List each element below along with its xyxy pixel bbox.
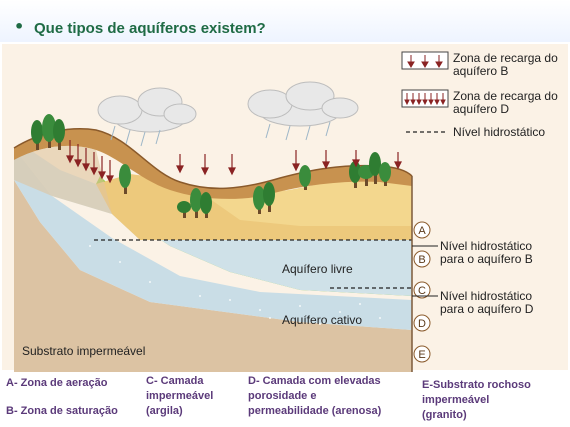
label-level-d: Nível hidrostático para o aquífero D <box>440 290 533 316</box>
legend-recharge-d-arrows <box>404 93 446 106</box>
layer-e-marker <box>413 345 431 363</box>
label-aquifer-free: Aquífero livre <box>282 262 353 276</box>
layer-a-letter: A <box>418 225 426 237</box>
legend-recharge-b-label: Zona de recarga do aquífero B <box>453 52 558 78</box>
layer-d-confined <box>14 148 412 330</box>
left-slope <box>14 145 112 214</box>
legend-recharge-d-label: Zona de recarga do aquífero D <box>453 90 558 116</box>
label-level-d-line2: para o aquífero D <box>440 302 534 316</box>
caption-e-line1: E-Substrato rochoso <box>422 379 531 391</box>
label-level-b: Nível hidrostático para o aquífero B <box>440 240 533 266</box>
caption-c-line2: impermeável <box>146 390 214 402</box>
layer-a-marker <box>413 221 431 239</box>
layer-e-substrate <box>14 148 412 372</box>
slide-title: Que tipos de aquíferos existem? <box>34 20 266 37</box>
legend-recharge-d-line1: Zona de recarga do <box>453 89 558 103</box>
layer-c-marker <box>413 281 431 299</box>
label-aquifer-confined: Aquífero cativo <box>282 313 363 327</box>
title-bar <box>0 0 570 42</box>
legend-recharge-b-line2: aquífero B <box>453 64 509 78</box>
caption-d-line2: porosidade e <box>248 390 317 402</box>
caption-a: A- Zona de aeração <box>6 377 108 389</box>
caption-c-line3: (argila) <box>146 405 183 417</box>
cloud-left-icon <box>97 87 197 133</box>
caption-e: E-Substrato rochoso impermeável (granito… <box>422 378 531 423</box>
caption-c-line1: C- Camada <box>146 375 204 387</box>
legend-recharge-b-arrows <box>407 55 443 68</box>
layer-c-letter: C <box>418 285 426 297</box>
bullet-icon: • <box>14 17 25 36</box>
caption-d: D- Camada com elevadas porosidade e perm… <box>248 374 381 419</box>
tree-icons <box>31 114 391 218</box>
caption-e-line2: impermeável <box>422 394 490 406</box>
legend-recharge-d-line2: aquífero D <box>453 102 510 116</box>
rain-icon <box>110 121 331 147</box>
recharge-b-arrows <box>176 150 402 176</box>
surface-soil <box>14 128 412 199</box>
caption-c: C- Camada impermeável (argila) <box>146 374 213 419</box>
layer-d-marker <box>413 314 431 332</box>
recharge-d-arrows <box>66 140 114 184</box>
layer-a-sand <box>200 176 412 226</box>
layer-b-marker <box>413 250 431 268</box>
caption-d-line3: permeabilidade (arenosa) <box>248 405 382 417</box>
label-level-d-line1: Nível hidrostático <box>440 289 533 303</box>
layer-d-letter: D <box>418 318 426 330</box>
layer-b-letter: B <box>418 254 425 266</box>
layer-e-letter: E <box>418 349 425 361</box>
legend-water-table-label: Nível hidrostático <box>453 125 546 139</box>
caption-e-line3: (granito) <box>422 409 467 421</box>
legend-recharge-b-line1: Zona de recarga do <box>453 51 558 65</box>
label-substrate: Substrato impermeável <box>22 344 146 358</box>
caption-d-line1: D- Camada com elevadas <box>248 375 381 387</box>
label-level-b-line1: Nível hidrostático <box>440 239 533 253</box>
caption-b: B- Zona de saturação <box>6 405 118 417</box>
cloud-right-icon <box>247 81 359 127</box>
confined-texture <box>89 245 381 325</box>
label-level-b-line2: para o aquífero B <box>440 252 533 266</box>
